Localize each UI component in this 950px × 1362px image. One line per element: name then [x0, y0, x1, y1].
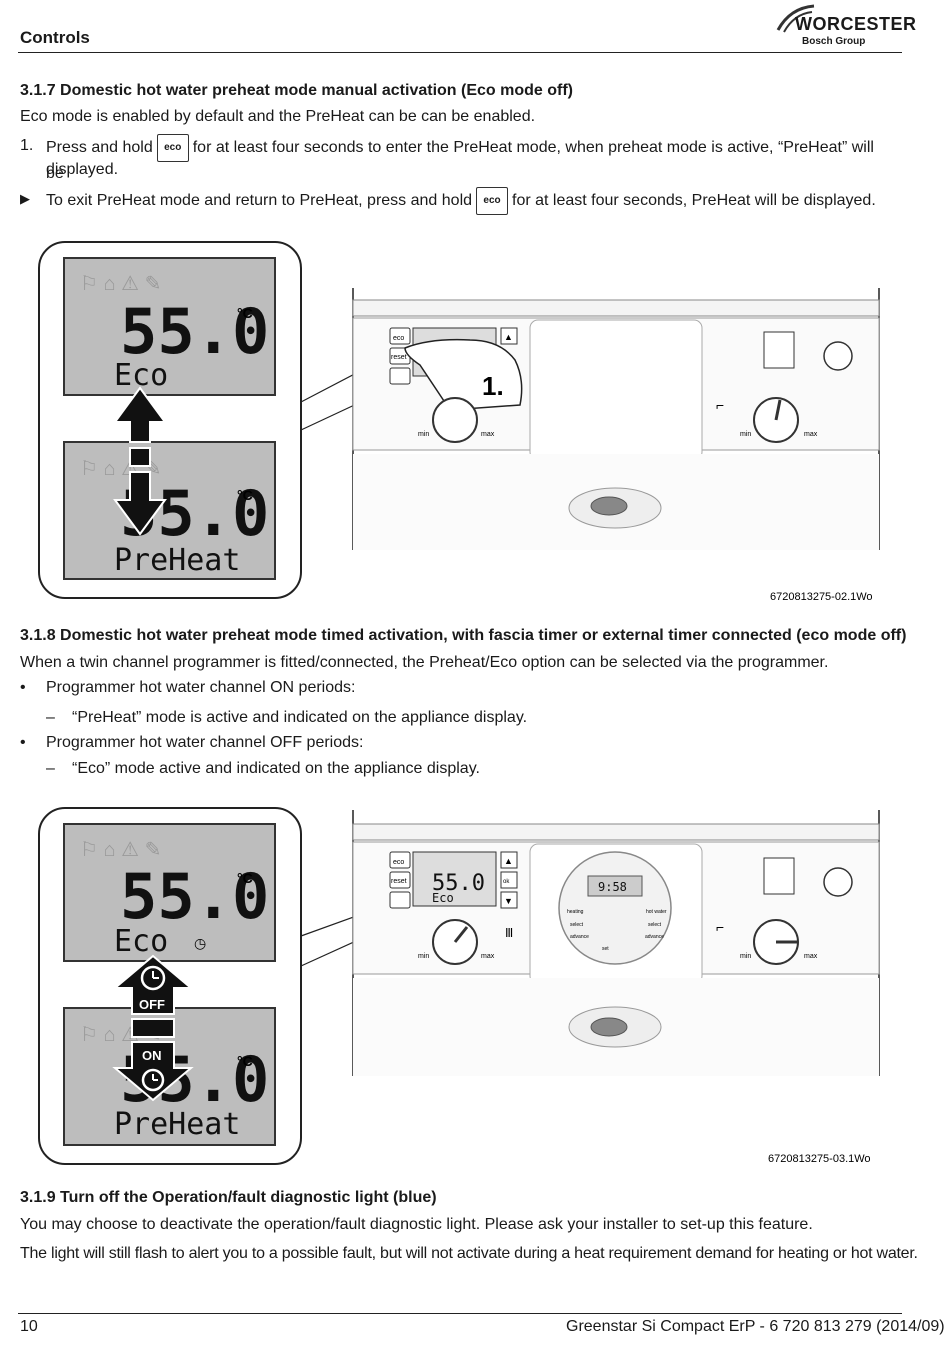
lcd-top-unit: °C [237, 305, 253, 321]
lcd-bottom-mode: PreHeat [114, 1107, 240, 1142]
para-3-1-9-a: You may choose to deactivate the operati… [20, 1216, 813, 1233]
tap-icon: ⌐ [716, 919, 724, 935]
document-id: Greenstar Si Compact ErP - 6 720 813 279… [566, 1318, 945, 1335]
svg-text:advance: advance [570, 934, 589, 940]
step-1-text-b: for at least four seconds to enter the P… [46, 139, 874, 182]
lcd-top-mode: Eco [114, 924, 168, 959]
heading-3-1-8: 3.1.8 Domestic hot water preheat mode ti… [20, 627, 907, 644]
brand-name: WORCESTER [795, 14, 917, 34]
label-off: OFF [139, 997, 165, 1012]
svg-text:▼: ▼ [504, 896, 513, 906]
svg-text:max: max [481, 953, 495, 960]
step-1-text-c: displayed. [46, 161, 119, 178]
timer-time: 9:58 [598, 880, 627, 894]
svg-text:max: max [804, 953, 818, 960]
lcd-top-temp: 55.0 [120, 295, 269, 368]
pressure-gauge-icon [823, 867, 853, 897]
svg-text:⚐ ⌂ ⚠ ✎: ⚐ ⌂ ⚠ ✎ [80, 839, 161, 861]
svg-text:min: min [418, 431, 429, 438]
exit-instruction: To exit PreHeat mode and return to PreHe… [46, 187, 896, 215]
exit-text-a: To exit PreHeat mode and return to PreHe… [46, 192, 473, 210]
lcd-bottom-unit: °C [237, 487, 253, 503]
page-number: 10 [20, 1318, 38, 1335]
svg-text:ok: ok [503, 879, 510, 885]
svg-text:⚐ ⌂ ⚠ ✎: ⚐ ⌂ ⚠ ✎ [80, 273, 161, 295]
header-rule [18, 52, 902, 53]
heating-dial-icon [432, 397, 478, 443]
mini-lcd-temp: 55.0 [432, 871, 485, 896]
swap-arrow-icon [113, 386, 167, 536]
bullet-on-periods: Programmer hot water channel ON periods: [46, 679, 356, 696]
figure-1: ⚐ ⌂ ⚠ ✎ 55.0 °C Eco ⚐ ⌂ ⚠ ✎ 55.0 °C PreH… [38, 241, 880, 603]
svg-text:select: select [570, 922, 584, 928]
svg-text:max: max [804, 431, 818, 438]
lcd-top-mode: Eco [114, 358, 168, 393]
svg-text:advance: advance [645, 934, 664, 940]
eco-key-icon: eco [156, 134, 189, 162]
svg-text:▲: ▲ [504, 856, 513, 866]
dash: – [46, 709, 55, 726]
mini-lcd-mode: Eco [432, 891, 454, 905]
intro-3-1-7: Eco mode is enabled by default and the P… [20, 108, 536, 125]
svg-text:min: min [740, 431, 751, 438]
heading-3-1-9: 3.1.9 Turn off the Operation/fault diagn… [20, 1189, 437, 1206]
lcd-bottom [63, 441, 276, 580]
exit-text-b: for at least four seconds, PreHeat will … [512, 192, 876, 210]
svg-text:▲: ▲ [504, 332, 513, 342]
mini-lcd [412, 851, 497, 907]
svg-text:heating: heating [567, 909, 584, 915]
step-number: 1. [20, 137, 34, 154]
para-3-1-9-b: The light will still flash to alert you … [20, 1245, 918, 1262]
svg-text:min: min [740, 953, 751, 960]
step-1-text-a: Press and hold [46, 139, 153, 157]
worcester-logo [776, 4, 815, 33]
svg-text:°C: °C [237, 870, 253, 886]
arrow-bullet-icon: ▶ [20, 191, 30, 206]
svg-text:min: min [418, 953, 429, 960]
eco-key-icon: eco [476, 187, 509, 215]
lcd-top-temp: 55.0 [120, 860, 269, 933]
lcd-bottom-mode: PreHeat [114, 543, 240, 578]
footer-rule [18, 1313, 902, 1314]
figure-2-caption: 6720813275-03.1Wo [768, 1153, 871, 1165]
svg-text:reset: reset [391, 878, 407, 885]
pressure-gauge-icon [823, 341, 853, 371]
svg-text:select: select [648, 922, 662, 928]
tap-icon: ⌐ [716, 397, 724, 413]
bullet-off-periods: Programmer hot water channel OFF periods… [46, 734, 364, 751]
svg-text:max: max [481, 431, 495, 438]
svg-text:hot water: hot water [646, 909, 667, 915]
sub-eco-active: “Eco” mode active and indicated on the a… [72, 760, 480, 777]
section-title: Controls [20, 28, 90, 47]
fascia-timer [558, 851, 672, 965]
lcd-top [63, 257, 276, 396]
heading-3-1-7: 3.1.7 Domestic hot water preheat mode ma… [20, 82, 574, 99]
step-marker: 1. [482, 371, 504, 401]
swap-arrow-icon: OFF ON [112, 954, 194, 1102]
btn-eco: eco [393, 335, 404, 342]
lcd-top [63, 823, 276, 962]
bullet-dot: • [20, 734, 26, 751]
clock-icon: ◷ [194, 935, 206, 951]
bullet-dot: • [20, 679, 26, 696]
intro-3-1-8: When a twin channel programmer is fitted… [20, 654, 829, 671]
figure-2: ⚐ ⌂ ⚠ ✎ 55.0 °C Eco ◷ ⚐ ⌂ ⚠ ✎ 55.0 °C Pr… [38, 807, 880, 1165]
brand-subtitle: Bosch Group [802, 36, 866, 47]
figure-1-caption: 6720813275-02.1Wo [770, 591, 873, 603]
hand-icon [404, 338, 523, 411]
dash: – [46, 760, 55, 777]
btn-reset: reset [391, 354, 407, 361]
svg-text:°C: °C [237, 1053, 253, 1069]
label-on: ON [142, 1048, 162, 1063]
radiator-icon: Ⅲ [505, 926, 513, 940]
svg-text:set: set [602, 946, 609, 952]
sub-preheat-active: “PreHeat” mode is active and indicated o… [72, 709, 528, 726]
svg-text:eco: eco [393, 859, 404, 866]
